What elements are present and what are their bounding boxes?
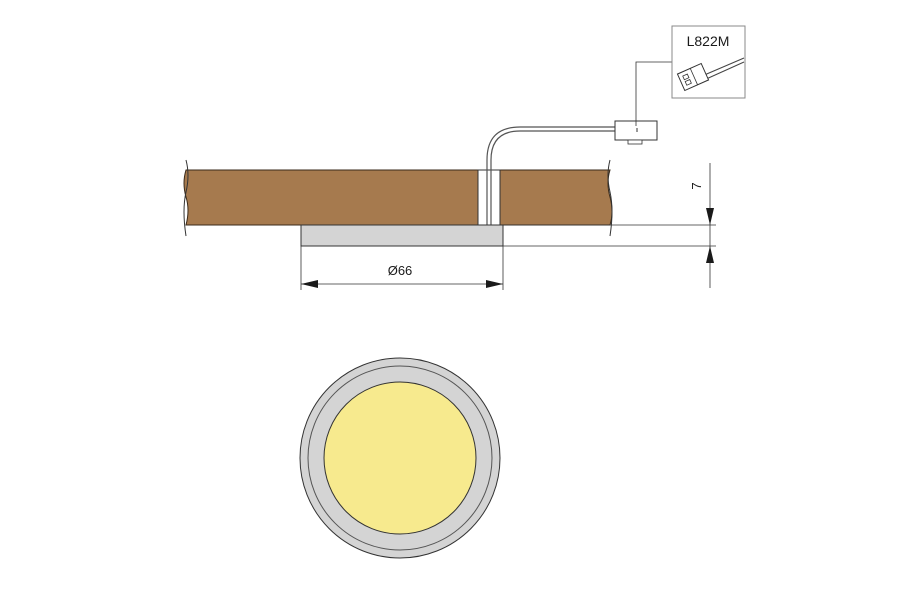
wood-panel-left [183, 169, 479, 226]
connector-wire [701, 57, 745, 77]
height-label: 7 [689, 182, 704, 189]
height-dimension: 7 [503, 163, 716, 288]
break-line-right [607, 159, 613, 237]
wood-panel-right [499, 169, 613, 226]
lamp-light-surface [323, 381, 477, 535]
arrow-right [486, 280, 503, 288]
break-line-left [183, 159, 189, 237]
arrow-down [706, 208, 714, 225]
cable-inner [490, 130, 615, 225]
lamp-bezel-side [300, 224, 504, 247]
top-view [299, 357, 501, 559]
cable-channel [477, 169, 501, 226]
side-view: Ø66 7 [183, 61, 716, 290]
connector-code-label: L822M [687, 33, 730, 49]
diameter-dimension: Ø66 [300, 246, 504, 290]
cable [486, 126, 615, 225]
diameter-label: Ø66 [388, 263, 413, 278]
connector-detail: L822M [671, 25, 746, 99]
connector-plug-tab [627, 139, 643, 145]
connector-plug-icon [676, 62, 710, 92]
arrow-left [301, 280, 318, 288]
leader-line [635, 61, 672, 126]
arrow-up [706, 246, 714, 263]
connector-detail-frame [671, 25, 746, 99]
lamp-bezel-inner-ring [307, 365, 493, 551]
connector-wire-2 [703, 61, 745, 81]
